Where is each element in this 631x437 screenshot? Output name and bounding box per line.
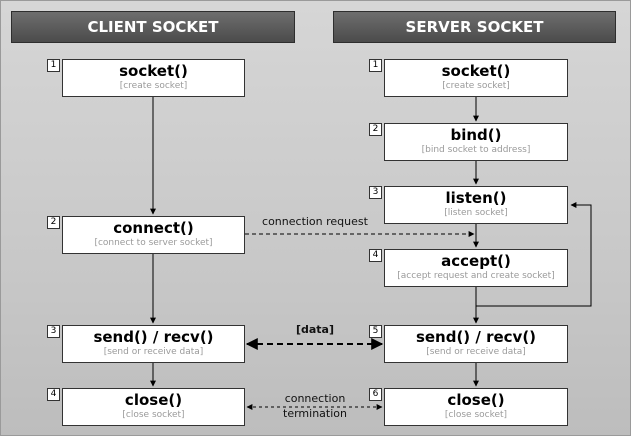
server-accept-description: [accept request and create socket]: [397, 271, 555, 281]
server-socket-box: socket() [create socket]: [384, 59, 568, 97]
termination-label-line1: connection: [284, 392, 346, 405]
server-socket-header: SERVER SOCKET: [333, 11, 616, 43]
server-accept-box: accept() [accept request and create sock…: [384, 249, 568, 287]
server-close-description: [close socket]: [444, 410, 508, 420]
server-step-1-number: 1: [369, 59, 382, 72]
client-send-recv-function: send() / recv(): [93, 328, 214, 346]
client-connect-function: connect(): [113, 219, 194, 237]
client-send-recv-box: send() / recv() [send or receive data]: [62, 325, 245, 363]
client-socket-description: [create socket]: [119, 81, 188, 91]
client-socket-header: CLIENT SOCKET: [11, 11, 295, 43]
server-socket-function: socket(): [441, 62, 511, 80]
server-close-function: close(): [447, 391, 505, 409]
server-bind-box: bind() [bind socket to address]: [384, 123, 568, 161]
server-listen-function: listen(): [445, 189, 507, 207]
server-step-4-number: 4: [369, 249, 382, 262]
client-send-recv-description: [send or receive data]: [103, 347, 204, 357]
arrow-loop-back-to-listen: [476, 202, 592, 307]
server-close-box: close() [close socket]: [384, 388, 568, 426]
client-step-1-number: 1: [47, 59, 60, 72]
connection-request-label: connection request: [262, 215, 368, 228]
server-step-2-number: 2: [369, 123, 382, 136]
termination-label-line2: termination: [283, 407, 347, 420]
client-connect-box: connect() [connect to server socket]: [62, 216, 245, 254]
client-step-4-number: 4: [47, 388, 60, 401]
server-bind-description: [bind socket to address]: [421, 145, 531, 155]
client-socket-box: socket() [create socket]: [62, 59, 245, 97]
client-close-function: close(): [124, 391, 183, 409]
client-connect-description: [connect to server socket]: [94, 238, 213, 248]
server-bind-function: bind(): [450, 126, 502, 144]
server-listen-box: listen() [listen socket]: [384, 186, 568, 224]
client-close-description: [close socket]: [122, 410, 185, 420]
client-step-2-number: 2: [47, 216, 60, 229]
server-step-6-number: 6: [369, 388, 382, 401]
server-listen-description: [listen socket]: [444, 208, 508, 218]
server-step-3-number: 3: [369, 186, 382, 199]
server-socket-description: [create socket]: [442, 81, 510, 91]
client-close-box: close() [close socket]: [62, 388, 245, 426]
server-step-5-number: 5: [369, 325, 382, 338]
data-label: [data]: [295, 323, 335, 336]
server-accept-function: accept(): [441, 252, 511, 270]
server-send-recv-box: send() / recv() [send or receive data]: [384, 325, 568, 363]
server-send-recv-function: send() / recv(): [415, 328, 537, 346]
client-socket-function: socket(): [119, 62, 188, 80]
server-send-recv-description: [send or receive data]: [426, 347, 526, 357]
client-step-3-number: 3: [47, 325, 60, 338]
